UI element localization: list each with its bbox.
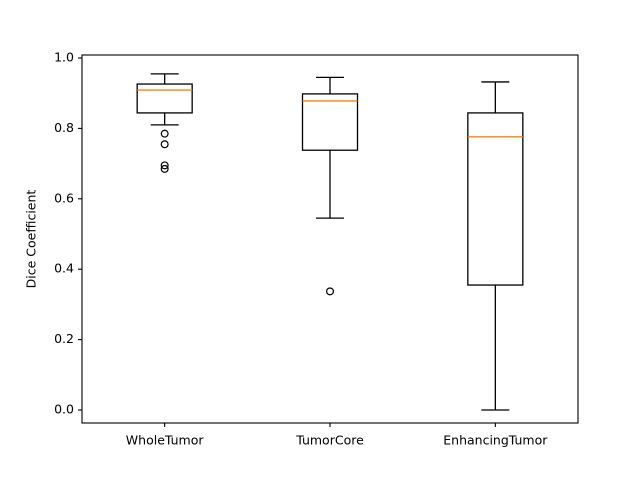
x-tick-label-wholetumor: WholeTumor [126, 433, 205, 448]
outlier-point [160, 129, 169, 138]
y-tick-label: 0.0 [54, 402, 74, 417]
y-axis-title: Dice Coefficient [24, 190, 39, 289]
y-tick-label: 0.2 [54, 331, 74, 346]
outlier-point [160, 164, 169, 173]
y-tick-label: 0.4 [54, 261, 74, 276]
y-tick-label: 0.6 [54, 190, 74, 205]
y-tick-label: 0.8 [54, 120, 74, 135]
x-tick-label-enhancingtumor: EnhancingTumor [443, 433, 548, 448]
y-tick-label: 1.0 [54, 50, 74, 65]
box-wholetumor [136, 83, 193, 114]
box-tumorcore [301, 93, 359, 151]
box-enhancingtumor [467, 112, 524, 286]
outlier-point [326, 287, 335, 296]
x-tick-label-tumorcore: TumorCore [295, 433, 364, 448]
axes-frame [81, 54, 579, 424]
outlier-point [160, 140, 169, 149]
outlier-point [160, 161, 169, 170]
